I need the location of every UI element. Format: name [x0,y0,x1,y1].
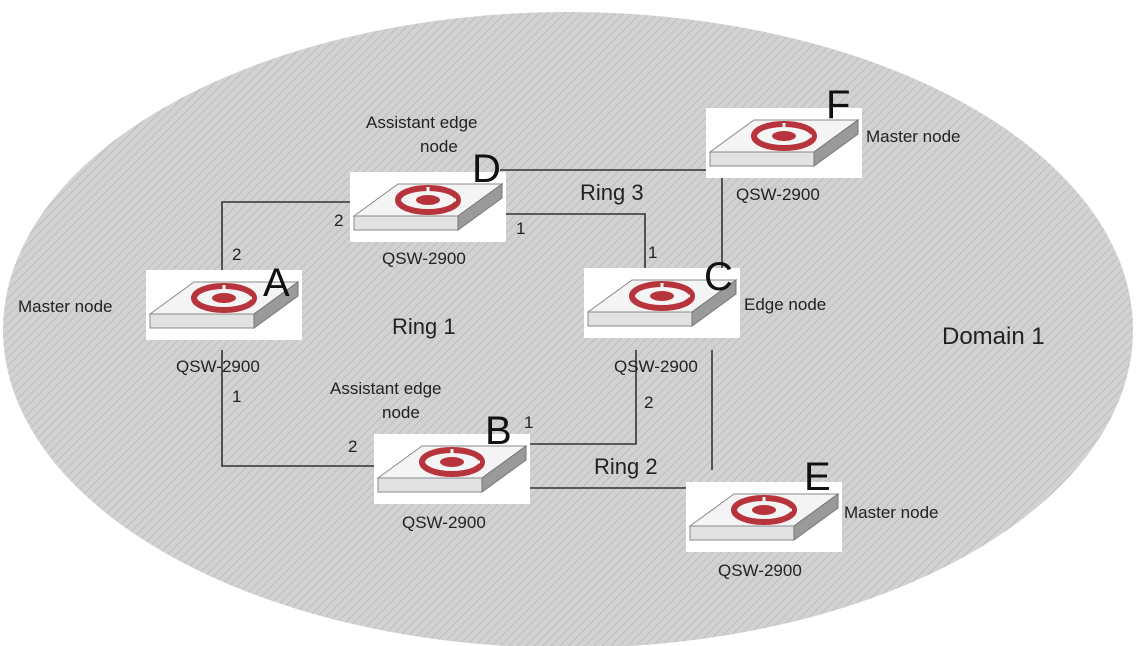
node-c-letter: C [704,255,733,299]
node-d: D Assistant edge node QSW-2900 [350,113,506,268]
ring-2-label: Ring 2 [594,454,658,479]
node-e-letter: E [804,455,831,499]
node-c: C Edge node QSW-2900 [584,255,826,376]
ring-1-label: Ring 1 [392,314,456,339]
node-e-role: Master node [844,503,939,522]
link-a-b [221,350,374,467]
domain-label: Domain 1 [942,323,1045,350]
node-f-role: Master node [866,127,961,146]
link-b-c [528,350,637,445]
node-d-role-line1: Assistant edge [366,113,478,132]
node-f-letter: F [826,83,850,127]
port-b-left: 2 [348,437,357,456]
links [221,169,723,489]
link-a-d [221,201,352,272]
link-d-c [500,213,646,268]
port-a-down: 1 [232,387,241,406]
node-e: E Master node QSW-2900 [686,455,939,580]
port-c-up: 1 [648,243,657,262]
node-b-letter: B [485,409,512,453]
node-b-role-line1: Assistant edge [330,379,442,398]
node-d-role-line2: node [420,137,458,156]
node-f-model: QSW-2900 [736,185,820,204]
port-d-left: 2 [334,211,343,230]
node-e-model: QSW-2900 [718,561,802,580]
node-b-role-line2: node [382,403,420,422]
node-d-letter: D [472,147,501,191]
node-a-role: Master node [18,297,113,316]
port-c-down: 2 [644,393,653,412]
node-b: B Assistant edge node QSW-2900 [330,379,530,532]
port-b-right: 1 [524,413,533,432]
node-b-model: QSW-2900 [402,513,486,532]
port-a-up: 2 [232,245,241,264]
node-a-letter: A [263,261,290,305]
node-f: F Master node QSW-2900 [706,83,961,204]
port-d-right: 1 [516,219,525,238]
node-a: A Master node QSW-2900 [18,261,302,376]
node-a-model: QSW-2900 [176,357,260,376]
ring-3-label: Ring 3 [580,180,644,205]
node-d-model: QSW-2900 [382,249,466,268]
node-c-role: Edge node [744,295,826,314]
node-c-model: QSW-2900 [614,357,698,376]
